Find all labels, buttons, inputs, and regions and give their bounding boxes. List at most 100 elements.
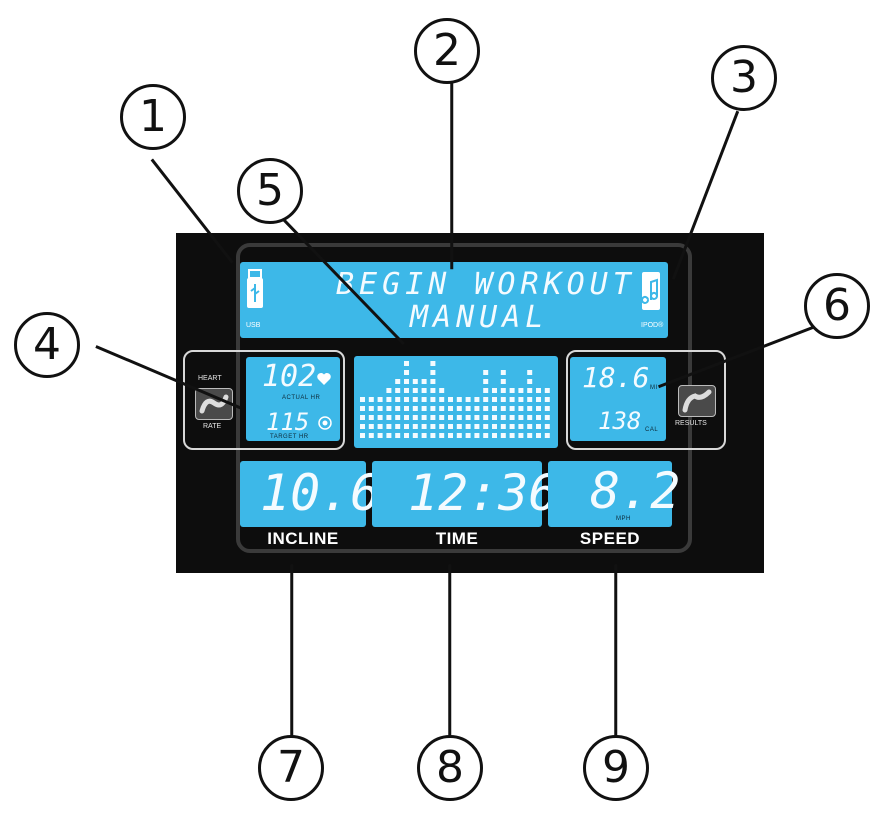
leader-line-2	[450, 83, 454, 270]
music-note-icon	[641, 272, 660, 310]
target-hr-label: TARGET HR	[270, 434, 309, 440]
profile-segment	[518, 388, 524, 393]
callout-2: 2	[414, 18, 480, 84]
profile-segment	[500, 424, 506, 429]
profile-segment	[456, 433, 462, 438]
profile-segment	[456, 397, 462, 402]
profile-segment	[404, 424, 409, 429]
profile-segment	[492, 397, 497, 402]
usb-label: USB	[246, 322, 261, 329]
callout-4: 4	[14, 312, 80, 378]
ipod-label: IPOD®	[641, 322, 664, 329]
callout-8: 8	[417, 735, 483, 801]
profile-column	[448, 397, 453, 438]
profile-segment	[474, 424, 480, 429]
message-line-1: BEGIN WORKOUT	[336, 267, 636, 302]
profile-segment	[509, 397, 515, 402]
profile-segment	[465, 415, 471, 420]
profile-segment	[412, 397, 418, 402]
profile-segment	[404, 406, 409, 411]
heart-rate-label-top: HEART	[198, 375, 222, 382]
profile-segment	[430, 397, 436, 402]
profile-segment	[395, 433, 401, 438]
profile-segment	[527, 433, 533, 438]
profile-segment	[448, 397, 453, 402]
profile-segment	[430, 415, 436, 420]
profile-segment	[368, 406, 374, 411]
profile-segment	[527, 397, 533, 402]
profile-column	[430, 361, 436, 438]
profile-segment	[395, 388, 401, 393]
profile-segment	[456, 424, 462, 429]
profile-segment	[421, 379, 427, 384]
heart-rate-box	[183, 350, 345, 450]
heart-icon	[317, 373, 331, 385]
profile-segment	[518, 406, 524, 411]
profile-segment	[544, 433, 550, 438]
profile-segment	[430, 433, 436, 438]
profile-column	[483, 370, 489, 438]
profile-segment	[483, 397, 489, 402]
message-window	[240, 262, 668, 338]
profile-graph	[360, 361, 550, 438]
profile-segment	[448, 433, 453, 438]
profile-column	[509, 388, 515, 438]
profile-segment	[492, 433, 497, 438]
profile-segment	[483, 406, 489, 411]
profile-segment	[500, 370, 506, 375]
profile-segment	[448, 415, 453, 420]
profile-segment	[483, 415, 489, 420]
profile-segment	[518, 433, 524, 438]
shoe-icon	[678, 385, 716, 417]
profile-segment	[544, 397, 550, 402]
profile-segment	[430, 361, 436, 366]
profile-segment	[465, 433, 471, 438]
profile-column	[421, 379, 427, 438]
profile-segment	[509, 433, 515, 438]
profile-segment	[439, 415, 445, 420]
profile-segment	[430, 370, 436, 375]
profile-segment	[368, 433, 374, 438]
calories-unit: CAL	[645, 427, 659, 433]
profile-segment	[412, 388, 418, 393]
profile-segment	[536, 388, 541, 393]
profile-segment	[412, 424, 418, 429]
profile-segment	[483, 433, 489, 438]
actual-hr-label: ACTUAL HR	[282, 395, 321, 401]
callout-3: 3	[711, 45, 777, 111]
speed-label: SPEED	[579, 529, 641, 548]
profile-column	[439, 388, 445, 438]
profile-segment	[527, 388, 533, 393]
profile-segment	[386, 424, 392, 429]
profile-segment	[509, 406, 515, 411]
profile-segment	[500, 415, 506, 420]
target-icon	[318, 416, 332, 430]
profile-segment	[430, 379, 436, 384]
profile-segment	[412, 433, 418, 438]
profile-segment	[448, 406, 453, 411]
profile-segment	[412, 406, 418, 411]
profile-segment	[544, 406, 550, 411]
profile-segment	[395, 415, 401, 420]
profile-segment	[377, 433, 383, 438]
profile-column	[500, 370, 506, 438]
profile-segment	[395, 424, 401, 429]
profile-segment	[483, 370, 489, 375]
profile-segment	[527, 370, 533, 375]
profile-segment	[404, 370, 409, 375]
profile-column	[527, 370, 533, 438]
profile-segment	[465, 406, 471, 411]
calories-value: 138	[598, 407, 642, 435]
profile-segment	[536, 415, 541, 420]
profile-segment	[465, 397, 471, 402]
profile-segment	[483, 388, 489, 393]
profile-segment	[544, 424, 550, 429]
time-label: TIME	[435, 529, 479, 548]
leader-line-9	[614, 564, 618, 737]
profile-segment	[368, 397, 374, 402]
incline-window	[240, 461, 366, 527]
profile-segment	[421, 433, 427, 438]
profile-column	[386, 388, 392, 438]
profile-segment	[386, 388, 392, 393]
profile-segment	[439, 397, 445, 402]
